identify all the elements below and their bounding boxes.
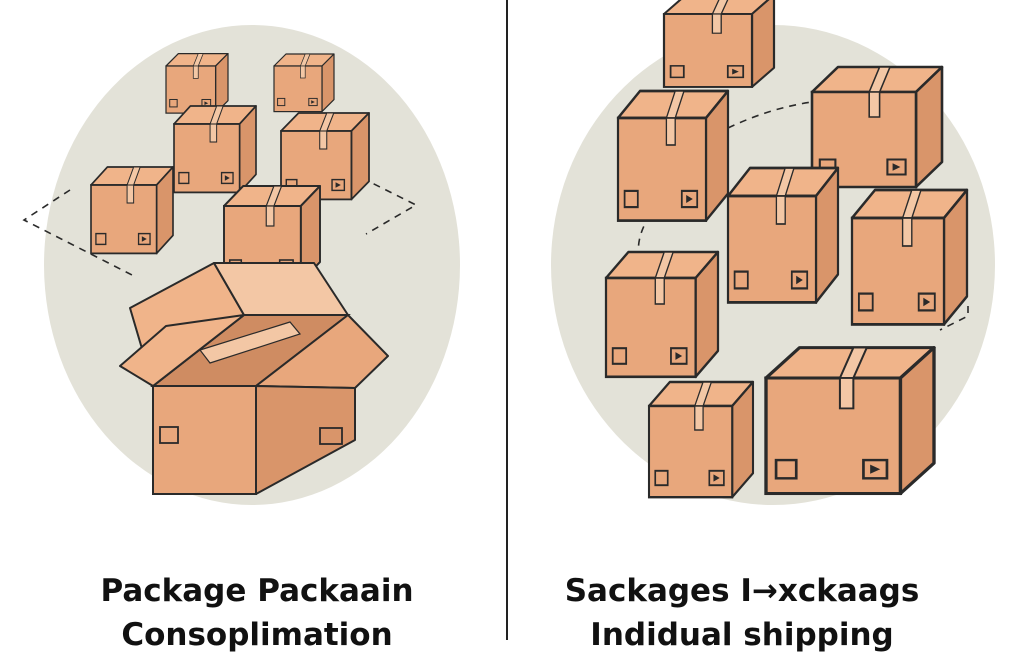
right-subtitle: Indidual shipping [590, 617, 894, 653]
closed-box-icon [165, 52, 229, 114]
left-dashed-path [22, 189, 133, 276]
right-caption: Sackages I→xckaags Indidual shipping [502, 569, 982, 657]
closed-box-icon [647, 380, 755, 499]
closed-box-icon [604, 250, 720, 379]
closed-box-icon [850, 188, 969, 326]
left-caption: Package Packaain Consoplimation [17, 569, 497, 657]
closed-box-icon [173, 105, 257, 194]
right-title: Sackages I→xckaags [564, 573, 920, 609]
right-dashed-path [727, 101, 813, 129]
handling-symbol-icon [319, 427, 343, 445]
closed-box-icon [764, 345, 936, 496]
left-subtitle: Consoplimation [121, 617, 393, 653]
open-box-icon [119, 262, 389, 495]
closed-box-icon [662, 0, 776, 89]
right-dashed-path [939, 306, 969, 331]
closed-box-icon [273, 53, 335, 113]
closed-box-icon [616, 89, 730, 222]
left-title: Package Packaain [100, 573, 414, 609]
closed-box-icon [90, 166, 174, 255]
diagram-canvas [22, 0, 995, 640]
closed-box-icon [726, 166, 840, 304]
